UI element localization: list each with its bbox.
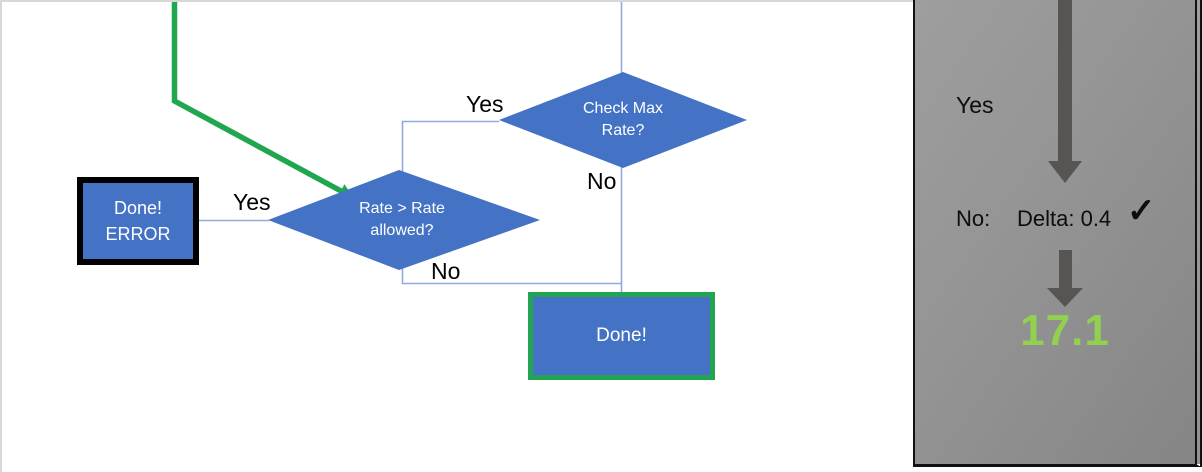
done-error-line2: ERROR bbox=[105, 224, 171, 244]
diamond-check-max-rate bbox=[499, 72, 747, 168]
green-highlight-arrow bbox=[171, 0, 343, 194]
node-done-error: Done! ERROR bbox=[77, 177, 199, 265]
label-yes-lower: Yes bbox=[233, 189, 271, 215]
panel-no-label: No: bbox=[956, 206, 991, 231]
panel-delta-value: Delta: 0.4 bbox=[1017, 206, 1112, 231]
result-value: 17.1 bbox=[1020, 306, 1110, 355]
flowchart-canvas: Check Max Rate? Rate > Rate allowed? Don… bbox=[0, 0, 913, 472]
node-done: Done! bbox=[528, 292, 715, 380]
down-arrow-2-shaft bbox=[1059, 250, 1072, 288]
label-no-lower: No bbox=[431, 258, 461, 284]
slide-top-edge bbox=[0, 0, 913, 2]
diamond-rate-allowed bbox=[268, 170, 540, 270]
checkmark-icon: ✓ bbox=[1127, 192, 1156, 230]
down-arrow-1-shaft bbox=[1058, 0, 1072, 161]
label-no-upper: No bbox=[587, 168, 617, 194]
down-arrow-2-icon bbox=[1047, 288, 1083, 307]
flowchart-shapes bbox=[171, 0, 747, 293]
side-panel: Yes No: Delta: 0.4 ✓ 17.1 bbox=[913, 0, 1202, 467]
done-error-line1: Done! bbox=[113, 198, 163, 218]
panel-yes-label: Yes bbox=[956, 92, 994, 118]
done-label: Done! bbox=[596, 325, 647, 346]
label-yes-upper: Yes bbox=[466, 91, 504, 117]
slide-left-edge bbox=[0, 0, 2, 472]
down-arrow-1-icon bbox=[1048, 161, 1082, 183]
